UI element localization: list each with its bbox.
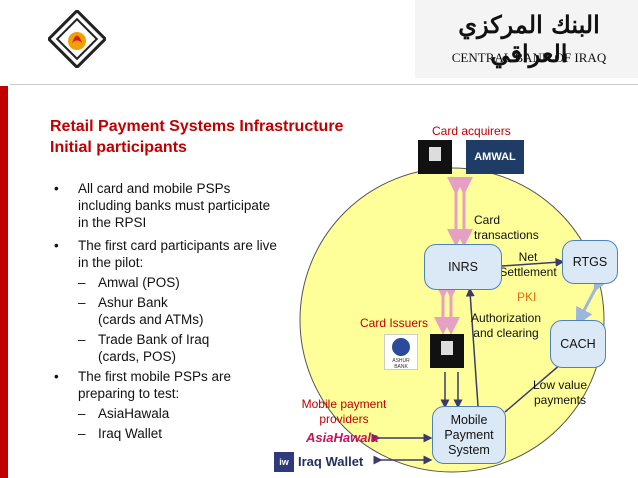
arrow-inrs-rtgs — [501, 257, 565, 267]
sub-bullet-text: Amwal (POS) — [98, 275, 180, 290]
net-settlement-line: Net — [518, 250, 538, 264]
mobile-system-line: Payment — [444, 427, 494, 442]
trade-bank-logo-icon — [418, 140, 452, 174]
bullet-text: All card and mobile PSPs — [78, 181, 231, 196]
title-line-2: Initial participants — [50, 139, 187, 156]
cbi-logo-icon — [48, 10, 106, 68]
bullet-text: in the pilot: — [78, 255, 144, 270]
sub-bullet-text: Trade Bank of Iraq — [98, 332, 210, 347]
sub-bullet-text: Ashur Bank — [98, 295, 168, 310]
ashur-bank-logo-icon: ASHUR BANK — [384, 334, 418, 370]
bullet-item: • All card and mobile PSPs including ban… — [50, 180, 290, 231]
arrow-mobile-inrs — [465, 287, 479, 407]
sub-bullet-item: – Iraq Wallet — [50, 425, 290, 442]
slide-title: Retail Payment Systems Infrastructure In… — [50, 116, 343, 158]
card-transactions-line: Card — [474, 213, 501, 227]
mobile-providers-label: Mobile payment providers — [298, 397, 390, 427]
bullet-item: • The first mobile PSPs are preparing to… — [50, 368, 290, 402]
authorization-line: and clearing — [473, 326, 539, 340]
sub-bullet-text: (cards, POS) — [98, 349, 177, 364]
sub-bullet-text: AsiaHawala — [98, 406, 170, 421]
authorization-label: Authorization and clearing — [466, 311, 546, 341]
header-banner: البنك المركزي العراقي CENTRAL BANK OF IR… — [415, 0, 638, 78]
iraq-wallet-logo-icon: iw — [274, 452, 294, 472]
mobile-payment-system-box: Mobile Payment System — [432, 406, 506, 464]
low-value-line: Low value — [532, 378, 588, 392]
card-acquirers-label: Card acquirers — [432, 124, 511, 138]
mobile-system-line: Mobile — [450, 412, 488, 427]
bullet-text: including banks must participate — [78, 198, 271, 213]
bullet-text: The first card participants are live — [78, 238, 277, 253]
bank-name-arabic: البنك المركزي العراقي — [458, 10, 600, 68]
authorization-line: Authorization — [470, 311, 542, 325]
title-line-1: Retail Payment Systems Infrastructure — [50, 118, 344, 135]
sub-bullet-text: Iraq Wallet — [98, 426, 163, 441]
bullet-list: • All card and mobile PSPs including ban… — [50, 180, 290, 442]
sub-bullet-item: – Amwal (POS) — [50, 274, 290, 291]
iraq-wallet-logo-text: Iraq Wallet — [298, 454, 364, 469]
trade-bank-logo-icon — [430, 334, 464, 368]
header-divider — [10, 84, 638, 85]
inrs-box: INRS — [424, 244, 502, 290]
asiahawala-logo-icon: AsiaHawala — [306, 430, 379, 445]
cach-box: CACH — [550, 320, 606, 368]
low-value-line: payments — [533, 393, 587, 407]
sub-bullet-item: – Trade Bank of Iraq (cards, POS) — [50, 331, 290, 365]
mobile-providers-line: providers — [319, 412, 369, 426]
bullet-item: • The first card participants are live i… — [50, 237, 290, 271]
card-transactions-line: transactions — [474, 228, 539, 242]
sub-bullet-item: – Ashur Bank (cards and ATMs) — [50, 294, 290, 328]
rtgs-box: RTGS — [562, 240, 618, 284]
sub-bullet-text: (cards and ATMs) — [98, 312, 204, 327]
bullet-text: preparing to test: — [78, 386, 180, 401]
pki-label: PKI — [517, 290, 537, 304]
bullet-text: in the RPSI — [78, 215, 147, 230]
bullet-text: The first mobile PSPs are — [78, 369, 232, 384]
ashur-bank-logo-text: ASHUR BANK — [392, 358, 410, 370]
card-issuers-label: Card Issuers — [360, 316, 429, 330]
amwal-logo-icon: AMWAL — [466, 140, 524, 174]
low-value-label: Low value payments — [531, 378, 589, 408]
arrow-rtgs-cach — [575, 271, 611, 326]
sub-bullet-item: – AsiaHawala — [50, 405, 290, 422]
mobile-providers-line: Mobile payment — [301, 397, 387, 411]
net-settlement-label: Net Settlement — [498, 250, 558, 280]
net-settlement-line: Settlement — [499, 265, 557, 279]
mobile-system-line: System — [448, 442, 490, 457]
bank-name-english: CENTRAL BANK OF IRAQ — [451, 50, 607, 65]
accent-bar — [0, 86, 8, 478]
card-transactions-label: Card transactions — [474, 213, 539, 243]
